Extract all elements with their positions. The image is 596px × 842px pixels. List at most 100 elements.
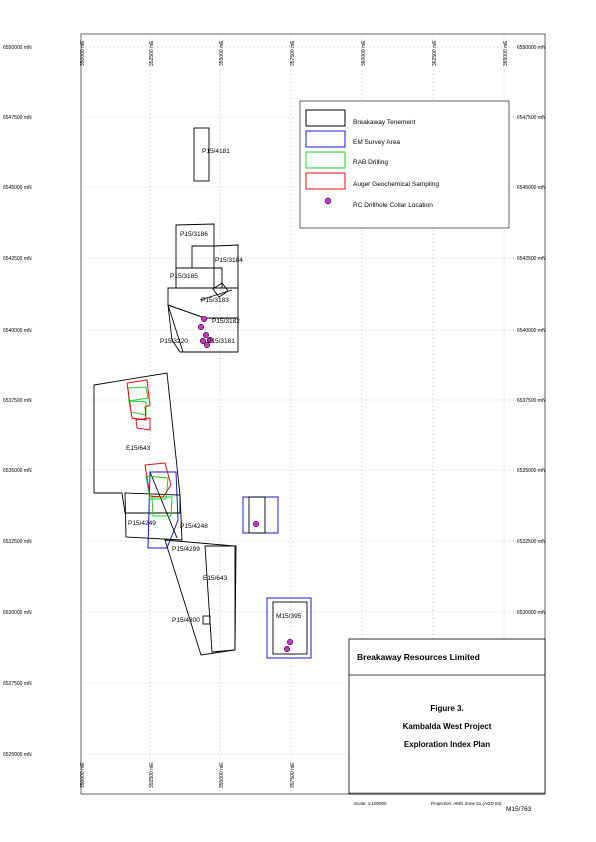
tenement-label: P15/3220 [160, 338, 188, 345]
legend-label: RAB Drilling [353, 159, 388, 166]
easting-label: 355000 mE [219, 40, 225, 66]
rc-collar [202, 331, 210, 339]
rc-collar [197, 323, 205, 331]
tenement-P15-4181 [193, 127, 210, 182]
legend-label: RC Drillhole Collar Location [353, 202, 433, 209]
northing-label: 6540000 mN [3, 328, 32, 334]
legend-label: EM Survey Area [353, 139, 400, 146]
tenement-label: P15/3181 [207, 338, 235, 345]
legend-swatch-tenement [305, 109, 346, 127]
tenement-label: M15/395 [276, 613, 302, 620]
tenement-label: P15/3186 [180, 231, 208, 238]
company-name: Breakaway Resources Limited [357, 652, 480, 662]
northing-label: 6525000 mN [3, 752, 32, 758]
legend-swatch-rab [305, 151, 346, 169]
northing-label: 6530000 mN [517, 610, 546, 616]
rc-collar [252, 520, 260, 528]
tenement-E15-643-south [204, 545, 237, 653]
northing-label: 6545000 mN [517, 185, 546, 191]
northing-label: 6532500 mN [3, 539, 32, 545]
legend-label: Auger Geochemical Sampling [353, 181, 439, 188]
tenement-P15-3184 [213, 244, 239, 289]
em-survey-area [242, 496, 279, 534]
em-survey-area [147, 471, 179, 549]
tenement-label: P15/4249 [128, 520, 156, 527]
tenement-boundary [167, 304, 184, 353]
auger-area [126, 379, 151, 421]
northing-label: 6535000 mN [517, 468, 546, 474]
easting-label: 365000 mE [503, 40, 509, 66]
tenement-box-small [248, 496, 266, 534]
easting-label: 355000 mE [219, 762, 225, 788]
rc-collar [203, 341, 211, 349]
tenement-labels: P15/4181 P15/3186 P15/3184 P15/3185 P15/… [126, 148, 302, 624]
auger-area [144, 462, 172, 498]
northing-label: 6547500 mN [3, 115, 32, 121]
rc-collar [206, 336, 214, 344]
tenement-label: P15/4300 [172, 617, 200, 624]
document-reference: M15/763 [506, 806, 532, 813]
legend-swatch-em [305, 130, 346, 148]
northing-label: 6530000 mN [3, 610, 32, 616]
easting-label: 357500 mE [290, 40, 296, 66]
tenement-P15-4248 [149, 471, 178, 539]
northing-labels-right: 6550000 mN 6547500 mN 6545000 mN 6542500… [517, 45, 546, 616]
rc-collar [283, 645, 291, 653]
title-block: Breakaway Resources Limited Figure 3. Ka… [348, 638, 546, 813]
auger-geochem-areas [126, 379, 172, 498]
easting-label: 362500 mE [432, 40, 438, 66]
easting-label: 350000 mE [80, 40, 86, 66]
legend-label: Breakaway Tenement [353, 119, 416, 126]
easting-label: 352500 mE [149, 40, 155, 66]
rab-drilling-area [127, 386, 149, 402]
tenement-label: P15/3183 [201, 297, 229, 304]
em-survey-area [266, 597, 312, 659]
title-block-frame [348, 638, 546, 795]
northing-label: 6537500 mN [3, 398, 32, 404]
northing-label: 6532500 mN [517, 539, 546, 545]
projection-text: Projection: AMG Zone 51 (AGD 84) [431, 801, 502, 806]
tenement-P15-4249 [124, 492, 183, 541]
tenement-boundaries [93, 127, 308, 656]
plan-title: Exploration Index Plan [404, 740, 490, 749]
legend-swatch-auger [305, 172, 346, 190]
northing-label: 6550000 mN [517, 45, 546, 51]
tenement-label: P15/4181 [202, 148, 230, 155]
northing-label: 6537500 mN [517, 398, 546, 404]
rc-collar [200, 315, 208, 323]
northing-labels-left: 6550000 mN 6547500 mN 6545000 mN 6542500… [3, 45, 32, 758]
northing-label: 6542500 mN [3, 256, 32, 262]
tenement-marker [212, 282, 229, 298]
scale-text: Scale: 1:100000 [354, 801, 387, 806]
northing-label: 6540000 mN [517, 328, 546, 334]
project-name: Kambalda West Project [403, 722, 492, 731]
easting-label: 360000 mE [361, 40, 367, 66]
tenement-label: P15/4248 [180, 523, 208, 530]
easting-labels-bottom: 350000 mE 352500 mE 355000 mE 357500 mE [80, 762, 296, 788]
rab-drilling-area [145, 475, 169, 500]
map-legend: Breakaway Tenement EM Survey Area RAB Dr… [299, 100, 510, 229]
rab-drilling-area [151, 496, 173, 517]
rc-collar [199, 337, 207, 345]
tenement-label: P15/3182 [212, 318, 240, 325]
northing-label: 6550000 mN [3, 45, 32, 51]
legend-frame [299, 100, 510, 229]
rc-collar [286, 638, 294, 646]
easting-label: 350000 mE [80, 762, 86, 788]
northing-label: 6535000 mN [3, 468, 32, 474]
tenement-label: E15/643 [126, 445, 151, 452]
legend-swatch-collar [324, 197, 332, 205]
northing-label: 6547500 mN [517, 115, 546, 121]
tenement-P15-4300 [202, 615, 211, 625]
tenement-label: P15/3185 [170, 273, 198, 280]
tenement-P15-4299 [164, 539, 236, 656]
northing-label: 6542500 mN [517, 256, 546, 262]
easting-label: 352500 mE [149, 762, 155, 788]
tenement-label: P15/4299 [172, 546, 200, 553]
tenement-M15-395 [272, 601, 308, 655]
northing-label: 6545000 mN [3, 185, 32, 191]
northing-label: 6527500 mN [3, 681, 32, 687]
figure-number: Figure 3. [430, 704, 463, 713]
easting-labels-top: 350000 mE 352500 mE 355000 mE 357500 mE … [80, 40, 509, 66]
